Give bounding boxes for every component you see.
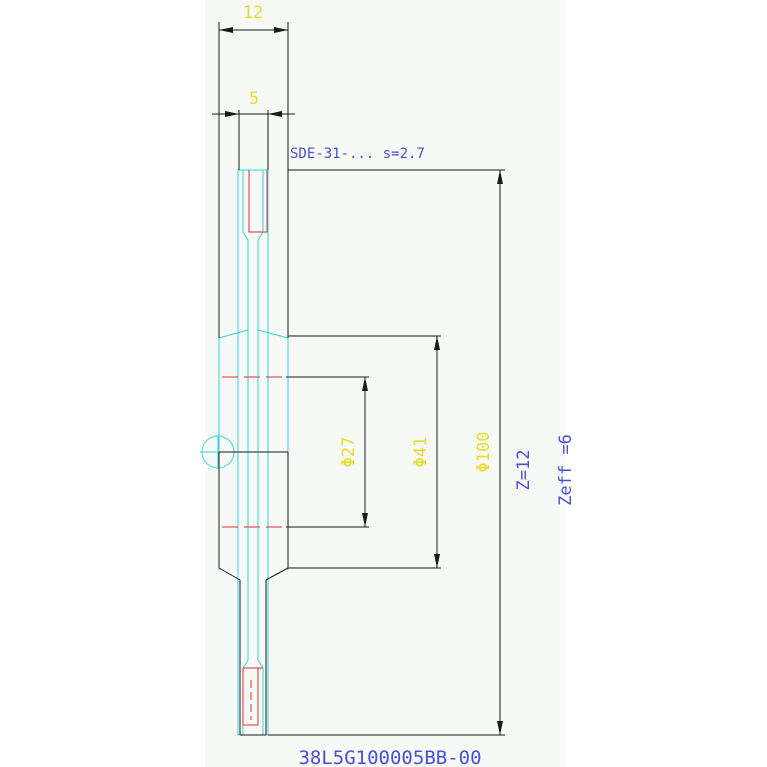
arrow-27-bottom — [362, 513, 368, 527]
part-outline — [218, 22, 289, 736]
arrow-100-top — [497, 170, 503, 184]
tooth-hidden-bottom — [242, 668, 259, 726]
tooth-hidden-top — [248, 170, 268, 233]
dim-width-5-label: 5 — [249, 89, 259, 109]
arrow-12-right — [274, 27, 288, 33]
zeff-label: Zeff =6 — [556, 434, 576, 506]
hub-chamfer-right — [265, 567, 289, 581]
arrow-5-right — [268, 111, 282, 117]
arrow-12-left — [219, 27, 233, 33]
part-number-label: 38L5G100005BB-00 — [298, 747, 481, 767]
dim-dia-100-label: Φ100 — [474, 432, 494, 473]
hub-chamfer-left — [218, 567, 241, 581]
dimension-arrows — [219, 27, 503, 735]
dim-dia-27-label: Φ27 — [339, 437, 359, 468]
teeth-count-label: Z=12 — [514, 450, 534, 491]
arrow-27-top — [362, 377, 368, 391]
hidden-lines — [222, 170, 286, 726]
chamfer-left-top — [218, 329, 249, 339]
arrow-5-left — [225, 111, 239, 117]
sprocket-spec-label: SDE-31-... s=2.7 — [290, 146, 425, 162]
dim-width-12-label: 12 — [243, 3, 263, 23]
arrow-100-bottom — [497, 721, 503, 735]
tooth-profile-right — [257, 170, 264, 735]
dim-dia-41-label: Φ41 — [411, 437, 431, 468]
chamfer-right-top — [257, 329, 289, 339]
arrow-41-bottom — [434, 554, 440, 568]
arrow-41-top — [434, 336, 440, 350]
dimension-lines — [212, 29, 505, 736]
drawing-sheet — [205, 0, 565, 767]
